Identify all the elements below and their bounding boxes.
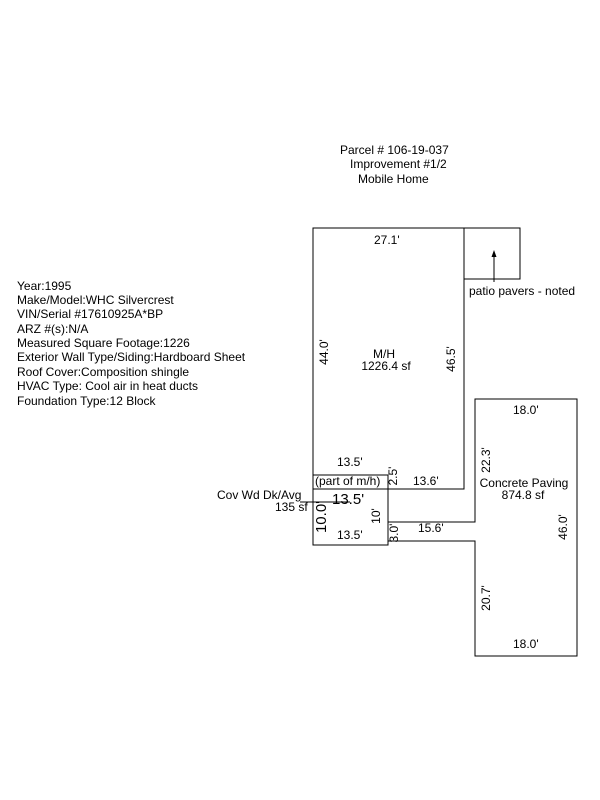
mh-bottom-left-dim: 13.5' xyxy=(337,455,363,469)
deck-area: 135 sf xyxy=(275,500,308,514)
deck-name: Cov Wd Dk/Avg xyxy=(217,488,301,502)
paving-left-lower-dim: 20.7' xyxy=(479,585,493,611)
mh-right-dim: 46.5' xyxy=(444,346,458,372)
paving-name: Concrete Paving xyxy=(480,476,569,490)
connector-length-dim: 15.6' xyxy=(418,521,444,535)
detail-line: Year:1995 xyxy=(17,279,72,293)
deck-left-dim: 10.0' xyxy=(313,501,330,533)
deck-right-dim: 10' xyxy=(369,508,383,524)
detail-line: HVAC Type: Cool air in heat ducts xyxy=(17,379,198,393)
detail-line: ARZ #(s):N/A xyxy=(17,322,88,336)
deck-outline xyxy=(312,474,389,546)
paving-right-dim: 46.0' xyxy=(556,514,570,540)
detail-line: Foundation Type:12 Block xyxy=(17,394,157,408)
paving-area: 874.8 sf xyxy=(502,488,545,502)
detail-line: Roof Cover:Composition shingle xyxy=(17,365,189,379)
detail-line: Make/Model:WHC Silvercrest xyxy=(17,293,174,307)
mh-area: 1226.4 sf xyxy=(361,359,411,373)
paving-outline xyxy=(388,398,578,657)
deck-bottom-dim: 13.5' xyxy=(337,528,363,542)
detail-line: VIN/Serial #17610925A*BP xyxy=(17,307,163,321)
connector-width-dim: 3.0' xyxy=(387,524,401,543)
patio-pavers-box xyxy=(463,227,521,280)
mh-top-dim: 27.1' xyxy=(374,233,400,247)
paving-top-dim: 18.0' xyxy=(513,403,539,417)
mh-bottom-right-dim: 13.6' xyxy=(413,474,439,488)
mh-step-dim: 2.5' xyxy=(386,467,400,486)
improvement-type: Mobile Home xyxy=(358,172,429,186)
deck-top-dim: 13.5' xyxy=(332,491,364,508)
paving-left-upper-dim: 22.3' xyxy=(479,447,493,473)
detail-line: Measured Square Footage:1226 xyxy=(17,336,190,350)
mh-left-dim: 44.0' xyxy=(317,339,331,365)
mh-name: M/H xyxy=(373,347,395,361)
detail-line: Exterior Wall Type/Siding:Hardboard Shee… xyxy=(17,350,246,364)
details-list: Year:1995 Make/Model:WHC Silvercrest VIN… xyxy=(17,279,246,408)
paving-bottom-dim: 18.0' xyxy=(513,637,539,651)
patio-pointer-arrow xyxy=(491,250,497,257)
parcel-number: Parcel # 106-19-037 xyxy=(340,143,449,157)
improvement-number: Improvement #1/2 xyxy=(350,157,447,171)
deck-note: (part of m/h) xyxy=(315,474,380,488)
patio-note: patio pavers - noted xyxy=(469,284,575,298)
